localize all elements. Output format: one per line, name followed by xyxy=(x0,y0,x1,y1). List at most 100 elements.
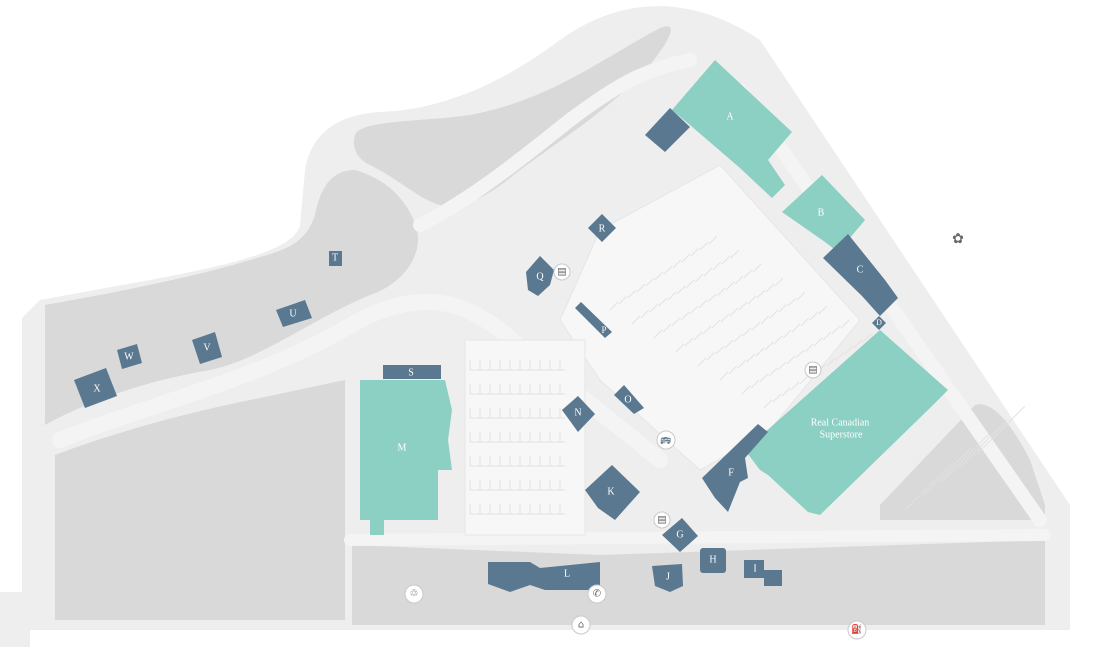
parking-stall-line xyxy=(631,315,641,325)
parking-stall-line xyxy=(922,485,930,493)
parking-stall-line xyxy=(952,459,960,467)
svg-text:▤: ▤ xyxy=(808,365,817,376)
parking-stall-line xyxy=(904,503,912,511)
unit-label-G: G xyxy=(676,529,683,540)
parking-stall-line xyxy=(1006,417,1014,425)
parking-stall-line xyxy=(755,347,765,357)
unit-label-D: D xyxy=(876,318,882,327)
unit-X[interactable] xyxy=(74,368,117,408)
unit-R[interactable] xyxy=(588,214,616,242)
parking-stall-line xyxy=(716,287,726,297)
parking-stall-line xyxy=(733,333,743,343)
unit-V[interactable] xyxy=(192,332,222,364)
unit-G[interactable] xyxy=(662,518,698,552)
svg-text:✆: ✆ xyxy=(593,589,601,600)
parking-stall-line xyxy=(662,323,672,333)
parking-stall-line xyxy=(759,373,769,383)
parking-stall-line xyxy=(750,379,760,389)
svg-text:⛽: ⛽ xyxy=(851,623,862,635)
atm-icon[interactable]: ▤ xyxy=(553,263,571,281)
unit-W[interactable] xyxy=(117,344,142,369)
phone-icon[interactable]: ✆ xyxy=(587,584,607,604)
unit-label-A: A xyxy=(726,111,734,122)
parking-stall-line xyxy=(1012,411,1020,419)
unit-I[interactable] xyxy=(744,560,782,586)
parking-stall-line xyxy=(728,365,738,375)
unit-N[interactable] xyxy=(562,396,595,432)
parking-stall-line xyxy=(946,465,954,473)
parking-stall-line xyxy=(964,447,972,455)
unit-J[interactable] xyxy=(652,564,683,592)
superstore-label-line1: Real Canadian xyxy=(811,417,870,428)
parking-stall-line xyxy=(649,303,659,313)
unit-S[interactable] xyxy=(383,365,441,379)
svg-text:⌂: ⌂ xyxy=(578,620,584,631)
parking-stall-line xyxy=(769,309,779,319)
unit-superstore[interactable] xyxy=(745,330,948,515)
unit-K[interactable] xyxy=(585,465,640,520)
unit-label-I: I xyxy=(753,563,756,574)
atm-icon[interactable]: ▤ xyxy=(653,511,671,529)
unit-label-L: L xyxy=(564,568,570,579)
unit-O[interactable] xyxy=(614,385,644,414)
parking-stall-line xyxy=(698,299,708,309)
unit-P[interactable] xyxy=(575,302,612,338)
parking-stall-line xyxy=(853,339,863,349)
unit-label-P: P xyxy=(601,325,606,335)
parking-stall-line xyxy=(910,497,918,505)
parking-stall-line xyxy=(928,483,936,491)
gas-pump-icon[interactable]: ⛽ xyxy=(847,620,867,640)
parking-stall-line xyxy=(964,455,972,463)
unit-label-S: S xyxy=(408,367,414,378)
unit-label-C: C xyxy=(857,264,864,275)
unit-D[interactable] xyxy=(872,316,886,330)
unit-B[interactable] xyxy=(782,175,865,252)
parking-stall-line xyxy=(982,433,990,441)
parking-stall-line xyxy=(685,279,695,289)
parking-stall-line xyxy=(708,235,718,245)
unit-F[interactable] xyxy=(702,424,768,512)
unit-T[interactable] xyxy=(329,251,342,266)
parking-stall-line xyxy=(982,437,990,445)
unit-M[interactable] xyxy=(360,380,452,535)
parking-stall-line xyxy=(782,329,792,339)
unit-label-K: K xyxy=(607,486,615,497)
parking-stall-line xyxy=(958,453,966,461)
atm-icon[interactable]: ▤ xyxy=(804,361,822,379)
diagonal-road xyxy=(413,53,697,232)
svg-text:▤: ▤ xyxy=(557,267,566,278)
parking-stall-line xyxy=(699,241,709,251)
parking-stall-line xyxy=(627,289,637,299)
south-road xyxy=(344,529,1051,546)
parking-stall-line xyxy=(681,253,691,263)
parking-stall-line xyxy=(707,293,717,303)
parking-stall-line xyxy=(982,441,990,449)
parking-stall-line xyxy=(730,249,740,259)
unit-C[interactable] xyxy=(823,234,898,316)
parking-stall-line xyxy=(702,325,712,335)
unit-L[interactable] xyxy=(488,562,600,592)
parking-stall-line xyxy=(645,277,655,287)
recycling-icon[interactable]: ♲ xyxy=(404,584,424,604)
parking-stall-line xyxy=(777,361,787,371)
unit-U[interactable] xyxy=(276,300,312,327)
parking-stall-line xyxy=(976,439,984,447)
parking-stall-line xyxy=(706,351,716,361)
lotus-icon[interactable]: ✿ xyxy=(952,231,964,247)
unit-A-annex[interactable] xyxy=(645,108,690,152)
parking-stall-line xyxy=(738,301,748,311)
bus-stop-icon[interactable]: 🚌 xyxy=(656,430,676,450)
north-grass-area xyxy=(353,26,671,206)
parking-stall-line xyxy=(742,327,752,337)
parking-stall-line xyxy=(765,283,775,293)
parking-stall-line xyxy=(934,473,942,481)
unit-label-U: U xyxy=(289,308,297,319)
unit-Q[interactable] xyxy=(526,256,554,296)
parking-stall-line xyxy=(791,323,801,333)
unit-H[interactable] xyxy=(700,548,726,573)
unit-label-R: R xyxy=(599,223,606,234)
unit-A[interactable] xyxy=(672,60,792,198)
landmark-icon[interactable]: ⌂ xyxy=(571,615,591,635)
parking-stall-line xyxy=(988,431,996,439)
